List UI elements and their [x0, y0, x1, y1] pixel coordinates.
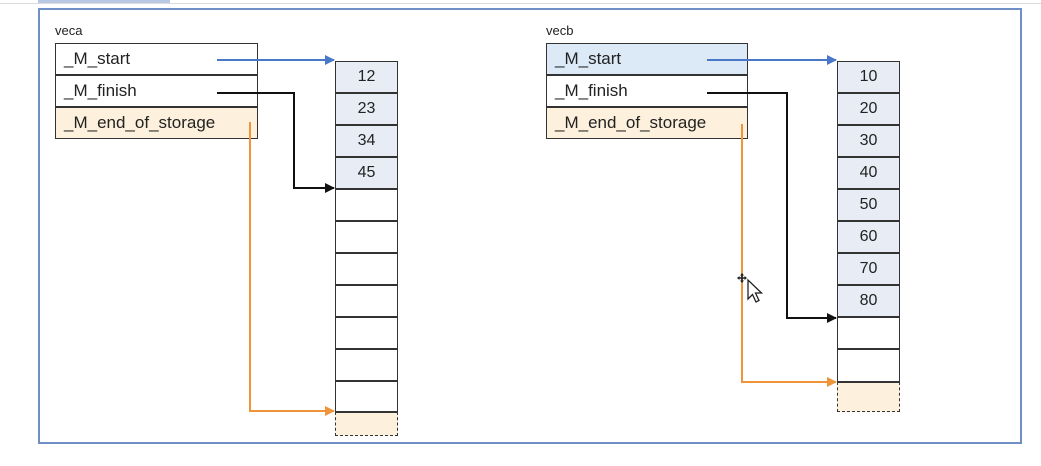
vecb-element: 60 [837, 221, 900, 253]
vecb-label: vecb [546, 23, 574, 38]
veca-empty-slot [335, 349, 398, 381]
diagram-frame [38, 8, 1022, 444]
veca-empty-slot [335, 285, 398, 317]
vecb-element: 30 [837, 125, 900, 157]
veca-empty-slot [335, 189, 398, 221]
vecb-empty-slot [837, 349, 900, 382]
vecb-element: 50 [837, 189, 900, 221]
top-divider [0, 3, 1041, 4]
veca-label: veca [55, 23, 83, 38]
top-tab-indicator [38, 0, 170, 3]
veca-element: 12 [335, 61, 398, 93]
vecb-element: 80 [837, 285, 900, 317]
move-cursor-icon [737, 273, 764, 303]
vecb-field-finish: _M_finish [546, 75, 748, 107]
veca-finish-arrow [217, 92, 335, 193]
vecb-element: 70 [837, 253, 900, 285]
veca-storage-end-marker [335, 412, 398, 436]
vecb-element: 20 [837, 93, 900, 125]
vecb-finish-arrow [707, 92, 837, 323]
vecb-field-end-of-storage: _M_end_of_storage [546, 107, 748, 139]
veca-empty-slot [335, 253, 398, 285]
vecb-element: 40 [837, 157, 900, 189]
veca-element: 23 [335, 93, 398, 125]
veca-empty-slot [335, 381, 398, 412]
vecb-element: 10 [837, 61, 900, 93]
vecb-end-of-storage-arrow [741, 124, 837, 387]
veca-field-finish: _M_finish [55, 75, 258, 107]
veca-end-of-storage-arrow [249, 122, 335, 416]
veca-empty-slot [335, 221, 398, 253]
vecb-storage-end-marker [837, 382, 900, 412]
vecb-empty-slot [837, 317, 900, 349]
veca-field-end-of-storage: _M_end_of_storage [55, 107, 258, 139]
veca-empty-slot [335, 317, 398, 349]
veca-element: 45 [335, 157, 398, 189]
veca-element: 34 [335, 125, 398, 157]
